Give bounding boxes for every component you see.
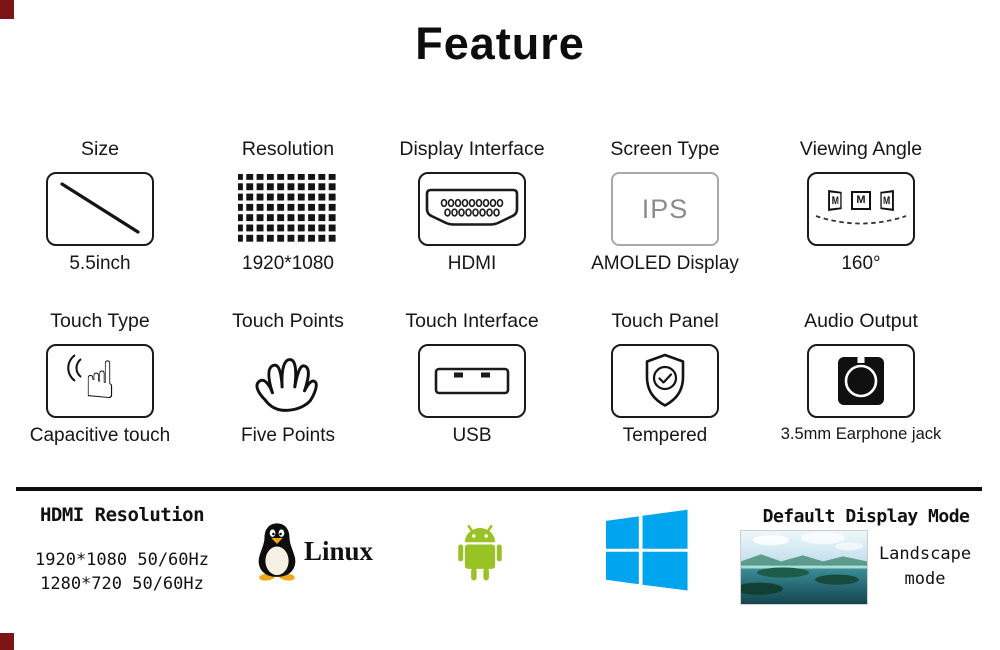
landscape-photo: [735, 530, 868, 605]
feature-cell-audio-output: Audio Output 3.5mm Earphone jack: [766, 310, 956, 444]
feature-value: AMOLED Display: [591, 253, 739, 274]
android-robot-icon: [448, 512, 512, 597]
feature-cell-resolution: Resolution 1920*1080: [193, 138, 383, 275]
feature-label: Viewing Angle: [799, 138, 923, 160]
page-title: Feature: [415, 18, 585, 69]
five-finger-hand-icon: [234, 344, 342, 418]
feature-cell-display-interface: Display Interface HDMI: [377, 138, 567, 275]
ips-text: IPS: [641, 193, 689, 224]
hdmi-resolution-title: HDMI Resolution: [39, 504, 205, 526]
corner-marker-top: [0, 0, 14, 19]
feature-label: Touch Type: [50, 310, 150, 332]
feature-label: Resolution: [241, 138, 335, 160]
default-display-mode-title: Default Display Mode: [762, 506, 970, 527]
feature-value: HDMI: [447, 253, 497, 274]
feature-value: Capacitive touch: [29, 425, 171, 446]
feature-value: USB: [452, 425, 492, 446]
section-divider: [16, 487, 982, 491]
display-mode-value: Landscape mode: [868, 542, 982, 592]
feature-label: Audio Output: [804, 310, 918, 332]
tap-waves-icon: [67, 354, 82, 382]
feature-value: 3.5mm Earphone jack: [780, 425, 942, 443]
feature-value: Five Points: [241, 425, 335, 446]
feature-cell-touch-panel: Touch Panel Tempered: [570, 310, 760, 447]
feature-value: 5.5inch: [69, 253, 131, 274]
feature-cell-viewing-angle: Viewing Angle M M M 160°: [766, 138, 956, 275]
feature-value: 1920*1080: [242, 253, 334, 274]
feature-label: Touch Panel: [611, 310, 719, 332]
feature-label: Touch Points: [232, 310, 344, 332]
hdmi-connector-icon: [418, 172, 526, 246]
tap-hand-icon: ☝: [46, 344, 154, 418]
hdmi-resolution-line2: 1280*720 50/60Hz: [40, 574, 204, 594]
feature-cell-size: Size 5.5inch: [5, 138, 195, 275]
windows-logo-icon: [606, 508, 688, 597]
hdmi-resolution-line1: 1920*1080 50/60Hz: [35, 550, 209, 570]
usb-port-icon: [418, 344, 526, 418]
feature-cell-touch-type: Touch Type ☝ Capacitive touch: [5, 310, 195, 447]
corner-marker-bottom: [0, 633, 14, 650]
feature-value: 160°: [841, 253, 881, 274]
feature-cell-touch-points: Touch Points Five Points: [193, 310, 383, 447]
display-mode-line2: mode: [904, 569, 946, 589]
feature-value: Tempered: [622, 425, 708, 446]
three-monitors: M M M: [827, 189, 895, 211]
tux-penguin-icon: [252, 520, 302, 587]
feature-label: Touch Interface: [405, 310, 539, 332]
screen-size-icon: [46, 172, 154, 246]
pointing-finger-glyph: ☝: [84, 351, 116, 411]
feature-label: Screen Type: [610, 138, 720, 160]
feature-cell-screen-type: Screen Type IPS AMOLED Display: [570, 138, 760, 275]
display-mode-line1: Landscape: [878, 544, 972, 564]
linux-label: Linux: [304, 536, 374, 566]
hdmi-resolution-block: HDMI Resolution 1920*1080 50/60Hz 1280*7…: [14, 504, 230, 594]
feature-cell-touch-interface: Touch Interface USB: [377, 310, 567, 447]
shield-check-icon: [611, 344, 719, 418]
pixel-grid-icon: [234, 172, 342, 246]
viewing-angle-icon: M M M: [807, 172, 915, 246]
dashed-arc: [815, 214, 907, 224]
feature-label: Size: [81, 138, 119, 160]
earphone-jack-icon: [807, 344, 915, 418]
ips-panel-icon: IPS: [611, 172, 719, 246]
feature-label: Display Interface: [399, 138, 545, 160]
